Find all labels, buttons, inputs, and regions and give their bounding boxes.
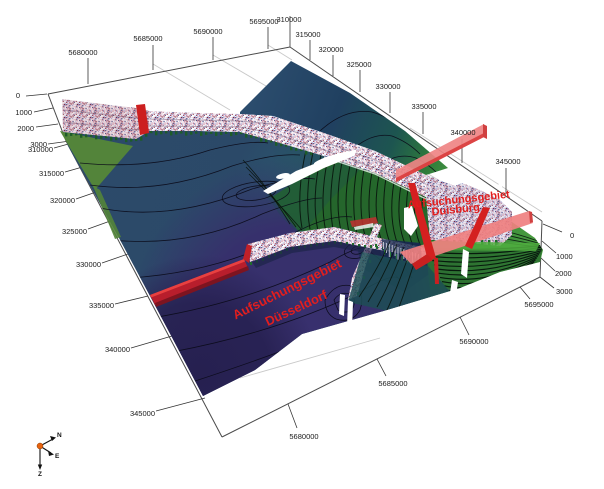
svg-text:0: 0 [570, 231, 574, 240]
svg-text:325000: 325000 [346, 60, 371, 69]
svg-text:3000: 3000 [30, 140, 47, 149]
svg-text:5685000: 5685000 [133, 34, 162, 43]
svg-text:Duisburg: Duisburg [431, 202, 480, 219]
svg-text:E: E [55, 453, 60, 460]
svg-text:3000: 3000 [556, 287, 573, 296]
svg-text:5695000: 5695000 [524, 300, 553, 309]
svg-text:310000: 310000 [276, 15, 301, 24]
svg-text:5680000: 5680000 [68, 48, 97, 57]
svg-text:335000: 335000 [411, 102, 436, 111]
svg-text:320000: 320000 [318, 45, 343, 54]
svg-text:315000: 315000 [39, 169, 64, 178]
svg-text:5685000: 5685000 [378, 379, 407, 388]
svg-text:2000: 2000 [17, 124, 34, 133]
svg-text:345000: 345000 [495, 157, 520, 166]
svg-text:N: N [57, 432, 62, 439]
svg-text:330000: 330000 [76, 260, 101, 269]
svg-text:345000: 345000 [130, 409, 155, 418]
svg-text:330000: 330000 [375, 82, 400, 91]
svg-text:5690000: 5690000 [193, 27, 222, 36]
svg-text:1000: 1000 [556, 252, 573, 261]
svg-text:5690000: 5690000 [459, 337, 488, 346]
svg-text:335000: 335000 [89, 301, 114, 310]
svg-text:5695000: 5695000 [249, 17, 278, 26]
svg-text:340000: 340000 [105, 345, 130, 354]
svg-text:2000: 2000 [555, 269, 572, 278]
svg-text:325000: 325000 [62, 227, 87, 236]
svg-text:315000: 315000 [295, 30, 320, 39]
svg-text:0: 0 [16, 91, 20, 100]
svg-text:340000: 340000 [450, 128, 475, 137]
svg-text:5680000: 5680000 [289, 432, 318, 441]
svg-text:1000: 1000 [15, 108, 32, 117]
svg-text:310000: 310000 [28, 145, 53, 154]
svg-text:Z: Z [38, 471, 42, 478]
svg-text:320000: 320000 [50, 196, 75, 205]
